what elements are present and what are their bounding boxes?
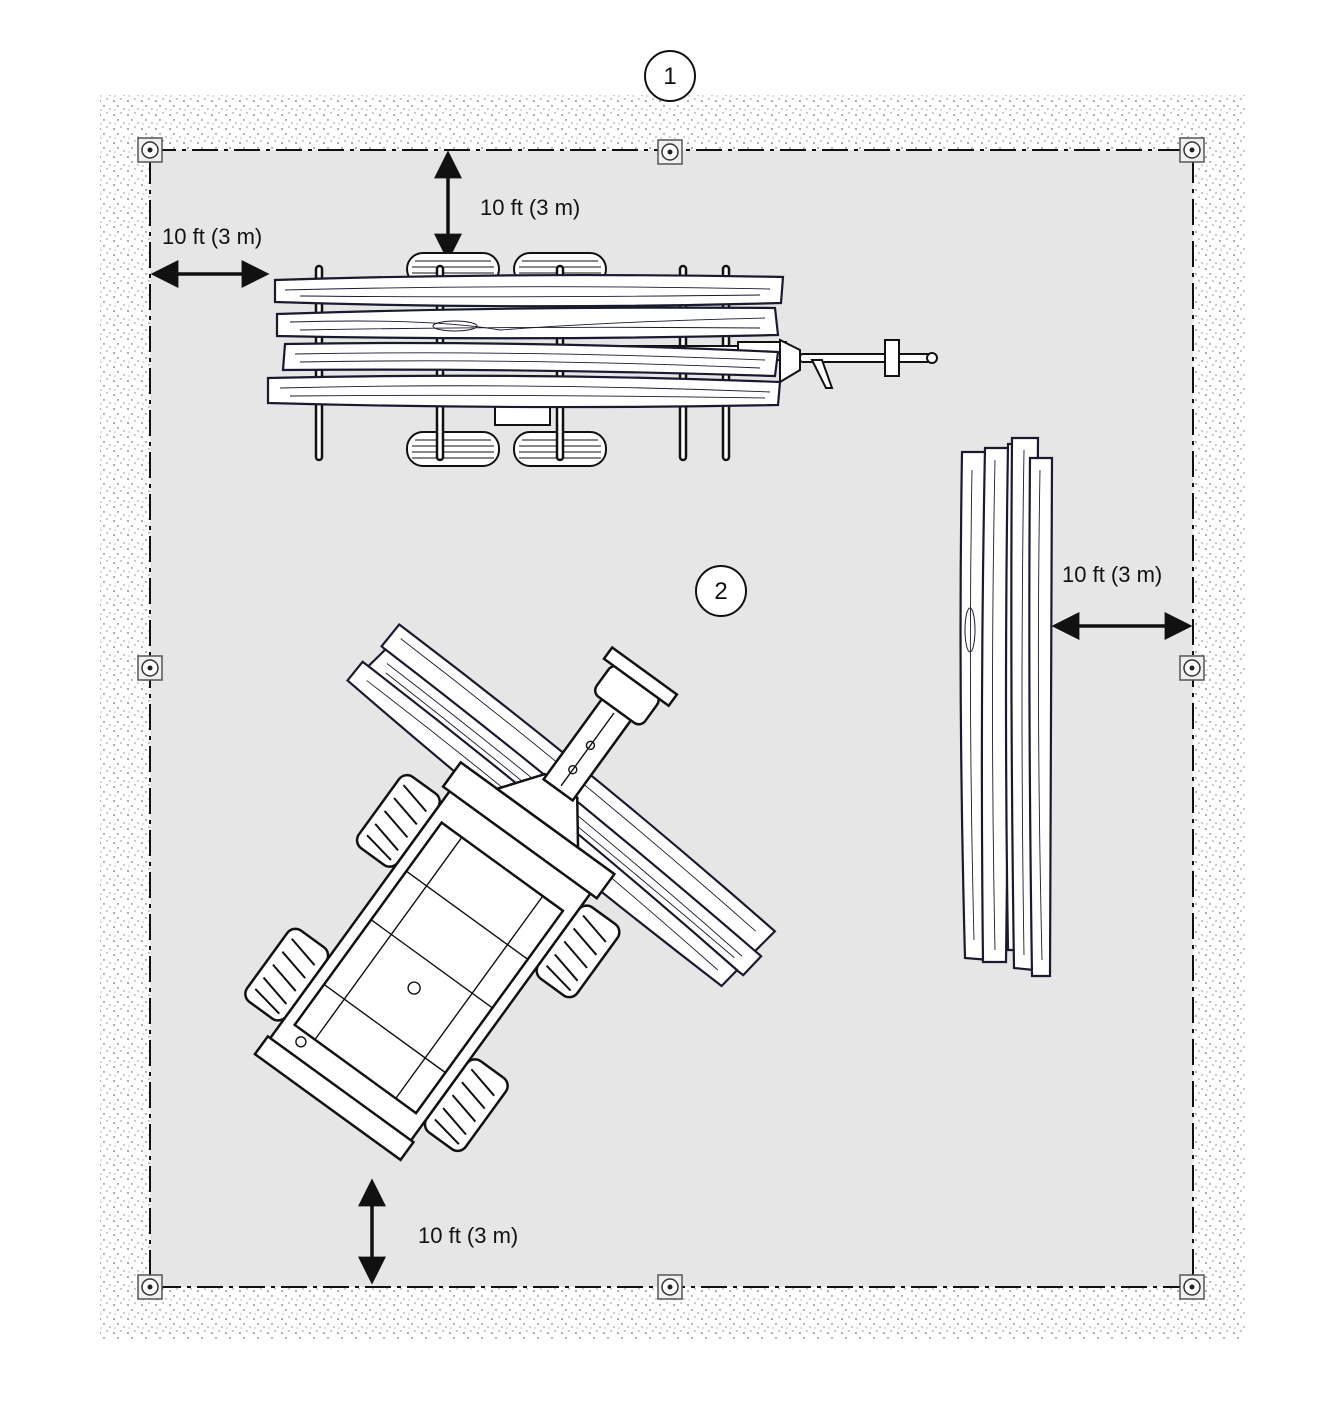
anchor-stake-icon bbox=[1179, 1274, 1205, 1300]
clearance-label-left: 10 ft (3 m) bbox=[162, 224, 262, 249]
callout-2-label: 2 bbox=[714, 578, 727, 605]
anchor-stake-icon bbox=[657, 1274, 683, 1300]
anchor-stake-icon bbox=[1179, 137, 1205, 163]
clearance-label-right: 10 ft (3 m) bbox=[1062, 562, 1162, 587]
trailer-log-stack bbox=[266, 273, 785, 409]
anchor-stakes bbox=[137, 137, 1205, 1300]
anchor-stake-icon bbox=[137, 1274, 163, 1300]
loader-vehicle bbox=[244, 645, 679, 1162]
log-bundle-vertical bbox=[959, 436, 1054, 978]
anchor-stake-icon bbox=[657, 139, 683, 165]
trailer-with-logs bbox=[266, 252, 938, 467]
callout-1: 1 bbox=[644, 50, 696, 102]
callout-1-label: 1 bbox=[663, 63, 676, 90]
clearance-label-top: 10 ft (3 m) bbox=[480, 195, 580, 220]
anchor-stake-icon bbox=[1179, 655, 1205, 681]
clearance-label-bottom: 10 ft (3 m) bbox=[418, 1223, 518, 1248]
anchor-stake-icon bbox=[137, 655, 163, 681]
anchor-stake-icon bbox=[137, 137, 163, 163]
callout-2: 2 bbox=[695, 565, 747, 617]
